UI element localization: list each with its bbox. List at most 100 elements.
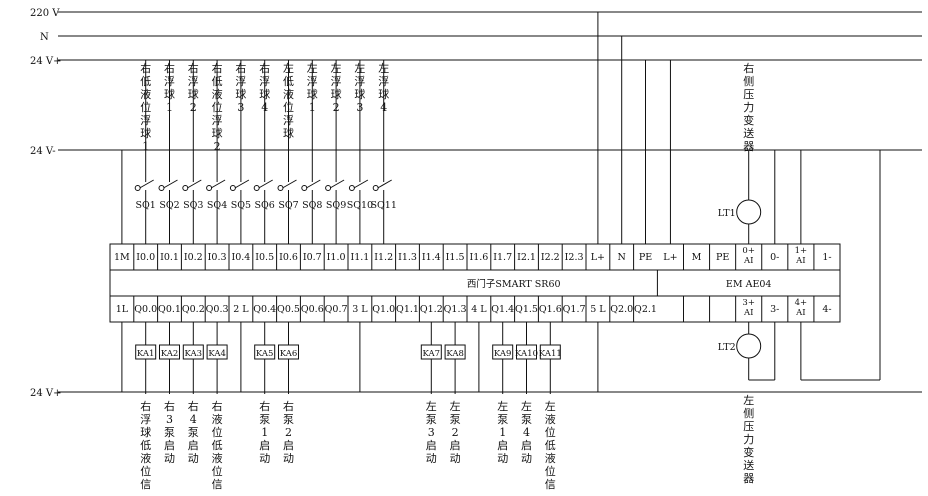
module-bottom-terminal: 4- bbox=[822, 304, 831, 315]
switch-blade bbox=[139, 179, 154, 189]
plc-output-terminal: 5 L bbox=[590, 304, 606, 315]
module-top-terminal: AI bbox=[743, 256, 754, 266]
plc-input-terminal: I0.3 bbox=[208, 252, 227, 263]
switch-label: SQ11 bbox=[371, 200, 397, 211]
module-bottom-terminal: AI bbox=[795, 308, 806, 318]
plc-output-terminal: Q1.6 bbox=[539, 304, 562, 315]
plc-output-terminal: Q1.2 bbox=[420, 304, 443, 315]
switch-blade bbox=[163, 179, 178, 189]
module-top-terminal: L+ bbox=[663, 252, 677, 263]
switch-label: SQ9 bbox=[326, 200, 346, 211]
switch-blade bbox=[234, 179, 250, 189]
module-top-terminal: M bbox=[692, 252, 702, 263]
rail-label-220v: 220 V bbox=[30, 8, 60, 19]
relay-label: KA7 bbox=[423, 349, 441, 359]
switch-label: SQ5 bbox=[231, 200, 251, 211]
switch-label: SQ10 bbox=[347, 200, 373, 211]
plc-input-terminal: L+ bbox=[591, 252, 605, 263]
plc-input-terminal: I0.1 bbox=[160, 252, 179, 263]
output-label: 右浮球低液位信号 bbox=[140, 399, 151, 492]
plc-output-terminal: Q0.7 bbox=[325, 304, 348, 315]
plc-output-terminal: Q0.4 bbox=[253, 304, 276, 315]
plc-output-terminal: Q1.0 bbox=[372, 304, 395, 315]
relay-label: KA4 bbox=[208, 349, 226, 359]
plc-output-terminal: 1L bbox=[116, 304, 129, 315]
switch-label: SQ4 bbox=[207, 200, 227, 211]
plc-input-terminal: I1.6 bbox=[469, 252, 488, 263]
switch-blade bbox=[377, 179, 392, 189]
module-top-terminal: 0- bbox=[770, 252, 779, 263]
switch-blade bbox=[187, 179, 202, 189]
switch-label: SQ3 bbox=[183, 200, 203, 211]
switch-label: SQ1 bbox=[136, 200, 156, 211]
plc-input-terminal: I0.0 bbox=[136, 252, 155, 263]
plc-output-terminal: Q2.1 bbox=[634, 304, 657, 315]
switch-blade bbox=[282, 179, 297, 189]
plc-input-terminal: I0.4 bbox=[231, 252, 250, 263]
plc-input-terminal: I0.5 bbox=[255, 252, 274, 263]
module-top-terminal: PE bbox=[716, 252, 729, 263]
plc-input-terminal: I1.3 bbox=[398, 252, 417, 263]
plc-output-terminal: Q1.1 bbox=[396, 304, 419, 315]
rail-label-24v-bottom: 24 V+ bbox=[30, 388, 62, 399]
switch-contact bbox=[372, 185, 379, 191]
plc-output-terminal: Q0.0 bbox=[134, 304, 157, 315]
switch-contact bbox=[348, 185, 355, 191]
plc-outline bbox=[109, 243, 841, 323]
plc-input-terminal: I1.1 bbox=[350, 252, 369, 263]
plc-output-terminal: 3 L bbox=[352, 304, 368, 315]
output-label: 左液位低液位信号 bbox=[545, 400, 556, 492]
switch-blade bbox=[258, 179, 273, 189]
rail-label-n: N bbox=[40, 32, 49, 43]
relay-label: KA8 bbox=[446, 349, 464, 359]
plc-output-terminal: Q0.1 bbox=[158, 304, 181, 315]
switch-label: SQ8 bbox=[302, 200, 322, 211]
transmitter-right-label: 右侧压力变送器 bbox=[743, 61, 754, 153]
plc-output-terminal: 4 L bbox=[471, 304, 487, 315]
module-bottom-terminal: 3- bbox=[770, 304, 779, 315]
switch-blade bbox=[210, 179, 226, 189]
plc-input-terminal: I1.2 bbox=[374, 252, 393, 263]
plc-output-terminal: Q0.2 bbox=[182, 304, 205, 315]
plc-input-terminal: I0.7 bbox=[303, 252, 322, 263]
transmitter-lt2-label: LT2 bbox=[718, 342, 736, 353]
relay-label: KA9 bbox=[494, 349, 512, 359]
plc-input-terminal: I2.2 bbox=[541, 252, 560, 263]
plc-output-terminal: Q2.0 bbox=[610, 304, 633, 315]
switch-contact bbox=[229, 185, 236, 191]
plc-output-terminal: Q1.7 bbox=[563, 304, 586, 315]
switch-contact bbox=[325, 185, 332, 191]
plc-output-terminal: Q0.6 bbox=[301, 304, 324, 315]
plc-input-terminal: I2.1 bbox=[517, 252, 536, 263]
plc-output-terminal: Q1.4 bbox=[491, 304, 514, 315]
relay-label: KA6 bbox=[280, 349, 298, 359]
rail-label-24v-minus: 24 V- bbox=[30, 146, 56, 157]
module-bottom-terminal: 4+ bbox=[795, 298, 808, 308]
switch-contact bbox=[277, 185, 284, 191]
module-top-terminal: 1+ bbox=[795, 246, 808, 256]
relay-label: KA3 bbox=[185, 349, 203, 359]
relay-label: KA5 bbox=[256, 349, 274, 359]
module-top-terminal: 1- bbox=[822, 252, 831, 263]
plc-output-terminal: Q1.5 bbox=[515, 304, 538, 315]
module-bottom-terminal: 3+ bbox=[742, 298, 755, 308]
